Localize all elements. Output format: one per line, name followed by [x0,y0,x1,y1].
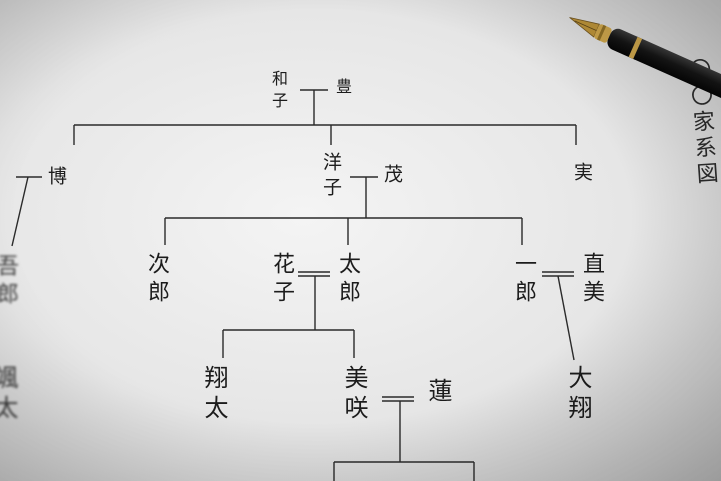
person-hayate-partial: 颯太 [0,365,18,425]
person-kazuko: 和子 [269,70,288,114]
person-ichiro: 一郎 [511,252,536,308]
person-minoru: 実 [571,162,593,187]
descent-line-ichiro-naomi [557,275,575,361]
person-shota: 翔太 [200,365,228,425]
person-daisho: 大翔 [564,365,592,425]
descent-line-hiroshi [11,176,29,247]
person-shigeru: 茂 [381,164,403,189]
person-ren: 蓮 [424,378,452,408]
person-naomi: 直美 [579,252,604,308]
person-misaki: 美咲 [340,365,368,425]
person-goro-partial: 吾郎 [0,254,18,310]
person-yutaka: 豊 [333,78,352,100]
person-hanako: 花子 [269,252,294,308]
person-taro: 太郎 [335,252,360,308]
person-hiroshi: 博 [45,166,67,191]
person-jiro: 次郎 [144,252,169,308]
person-yoko: 洋子 [320,152,342,202]
